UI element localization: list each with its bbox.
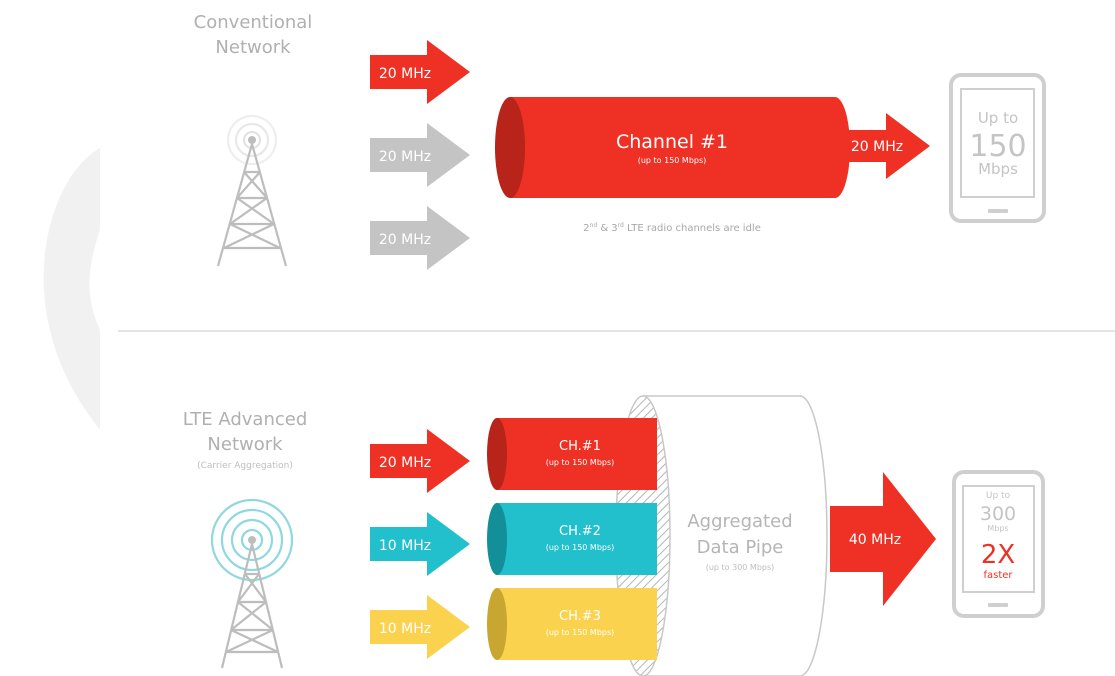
input-arrow-3: 20 MHz — [370, 206, 470, 270]
lte-tower-icon — [210, 498, 294, 669]
device-speed-line1: Up to — [978, 109, 1018, 127]
pipe-label-sub: (up to 300 Mbps) — [706, 563, 775, 572]
device-speed-line2: 150 — [969, 129, 1026, 164]
svg-text:20 MHz: 20 MHz — [851, 139, 903, 155]
channel-1-pipe: Channel #1 (up to 150 Mbps) — [495, 97, 850, 198]
output-arrow: 40 MHz — [830, 472, 936, 606]
advanced-title-line2: Network — [207, 434, 283, 455]
ch-2-pipe: CH.#2 (up to 150 Mbps) — [487, 503, 657, 575]
svg-text:(up to 150 Mbps): (up to 150 Mbps) — [546, 458, 615, 467]
input-arrow-1: 20 MHz — [370, 429, 470, 493]
device-speed-2x: 2X — [981, 540, 1015, 570]
input-arrow-2: 20 MHz — [370, 123, 470, 187]
input-arrow-3: 10 MHz — [370, 595, 470, 659]
svg-text:CH.#3: CH.#3 — [559, 609, 601, 624]
output-arrow: 20 MHz — [838, 113, 930, 179]
conventional-network-section: Conventional Network 20 MHz — [194, 12, 1046, 270]
svg-text:20 MHz: 20 MHz — [379, 149, 431, 165]
svg-text:CH.#1: CH.#1 — [559, 439, 601, 454]
svg-text:40 MHz: 40 MHz — [849, 532, 901, 548]
device-speed-line3: Mbps — [978, 160, 1018, 178]
tablet-device-icon: Up to 150 Mbps — [949, 73, 1046, 223]
device-speed-line3: Mbps — [987, 524, 1008, 533]
tablet-device-icon: Up to 300 Mbps 2X faster — [952, 470, 1045, 618]
channel-1-label: Channel #1 — [616, 131, 728, 153]
svg-text:CH.#2: CH.#2 — [559, 524, 601, 539]
input-arrow-1: 20 MHz — [370, 40, 470, 104]
device-speed-line2: 300 — [980, 503, 1016, 525]
ch-1-pipe: CH.#1 (up to 150 Mbps) — [487, 418, 657, 490]
channel-1-sub: (up to 150 Mbps) — [638, 156, 707, 165]
svg-text:10 MHz: 10 MHz — [379, 538, 431, 554]
pipe-label-line1: Aggregated — [687, 511, 792, 532]
ch-3-pipe: CH.#3 (up to 150 Mbps) — [487, 588, 657, 660]
advanced-title-sub: (Carrier Aggregation) — [197, 461, 293, 471]
lte-advanced-section: LTE Advanced Network (Carrier Aggregatio… — [183, 395, 1045, 676]
svg-text:(up to 150 Mbps): (up to 150 Mbps) — [546, 628, 615, 637]
background-swoosh — [43, 148, 100, 430]
conventional-title-line2: Network — [215, 37, 291, 58]
device-speed-line1: Up to — [986, 491, 1011, 501]
pipe-label-line2: Data Pipe — [697, 537, 784, 558]
cell-tower-icon — [216, 114, 288, 267]
input-arrow-2: 10 MHz — [370, 512, 470, 576]
svg-text:(up to 150 Mbps): (up to 150 Mbps) — [546, 543, 615, 552]
svg-text:20 MHz: 20 MHz — [379, 232, 431, 248]
idle-channels-note: 2nd & 3rd LTE radio channels are idle — [583, 222, 761, 234]
conventional-title-line1: Conventional — [194, 12, 313, 33]
device-speed-faster: faster — [983, 570, 1013, 581]
advanced-title-line1: LTE Advanced — [183, 409, 308, 430]
svg-text:10 MHz: 10 MHz — [379, 621, 431, 637]
svg-text:20 MHz: 20 MHz — [379, 66, 431, 82]
svg-text:20 MHz: 20 MHz — [379, 455, 431, 471]
